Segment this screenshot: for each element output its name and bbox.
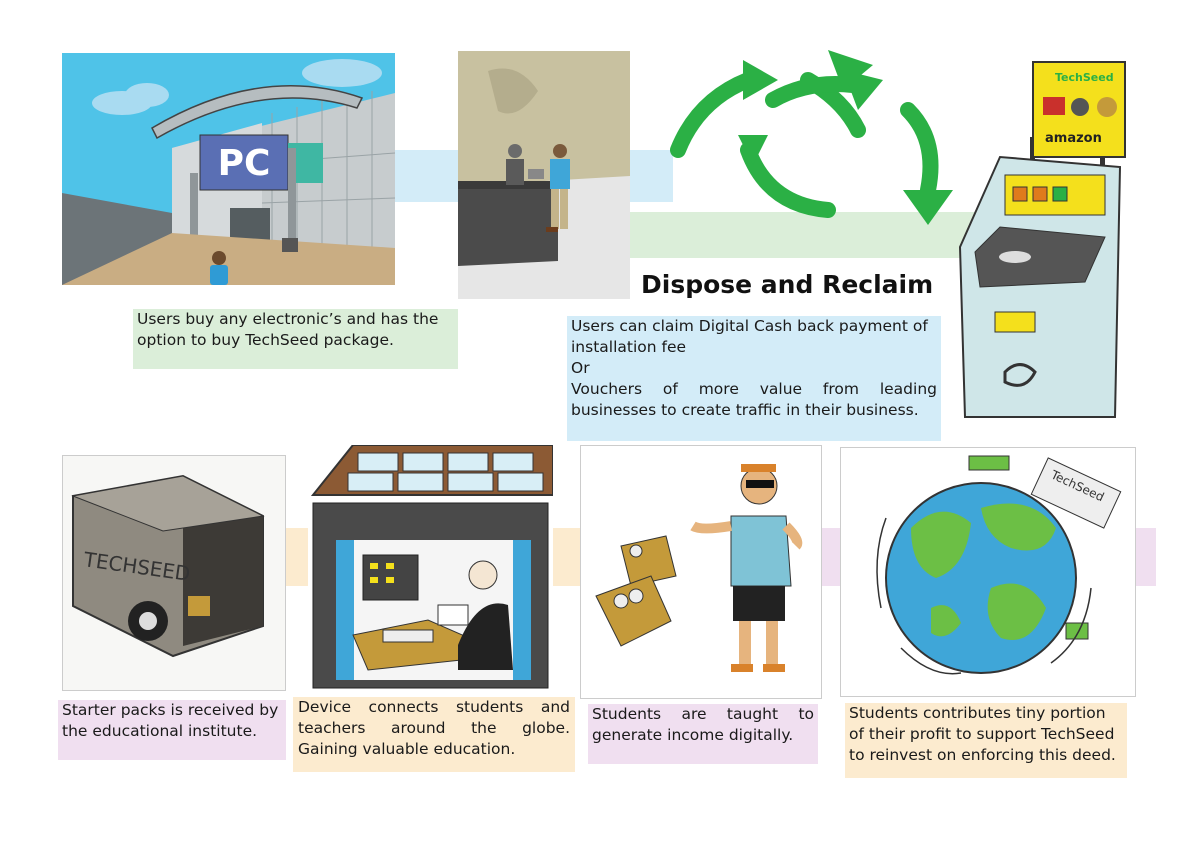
green-band-top xyxy=(628,212,1020,258)
kiosk-illustration: TechSeed amazon xyxy=(945,57,1128,425)
classroom-illustration xyxy=(308,445,553,689)
caption-students-text: Students are taught to generate income d… xyxy=(592,705,814,744)
student-illustration xyxy=(580,445,822,699)
store-sign-text: PC xyxy=(218,143,271,184)
kiosk-brand-text: TechSeed xyxy=(1055,71,1114,84)
caption-claim-line1: Users can claim Digital Cash back paymen… xyxy=(571,317,928,356)
caption-students: Students are taught to generate income d… xyxy=(588,704,818,764)
caption-claim: Users can claim Digital Cash back paymen… xyxy=(567,316,941,441)
globe-illustration: TechSeed xyxy=(840,447,1136,697)
money-icon xyxy=(968,455,1089,640)
caption-buy-text: Users buy any electronic’s and has the o… xyxy=(137,310,439,349)
recycle-arrows-icon xyxy=(668,40,963,250)
caption-buy: Users buy any electronic’s and has the o… xyxy=(133,309,458,369)
caption-contribute-text: Students contributes tiny portion of the… xyxy=(849,704,1116,764)
caption-claim-or: Or xyxy=(571,359,590,377)
store-illustration: PC xyxy=(62,53,395,285)
recycle-icon xyxy=(1003,363,1037,387)
page-title: Dispose and Reclaim xyxy=(641,270,934,299)
caption-claim-line2: Vouchers of more value from leading busi… xyxy=(571,380,937,419)
caption-device: Device connects students and teachers ar… xyxy=(293,697,575,772)
kiosk-amazon-text: amazon xyxy=(1045,131,1102,146)
van-illustration: TECHSEED xyxy=(62,455,286,691)
caption-device-text: Device connects students and teachers ar… xyxy=(298,698,570,758)
caption-contribute: Students contributes tiny portion of the… xyxy=(845,703,1127,778)
counter-illustration xyxy=(458,51,630,299)
caption-starter: Starter packs is received by the educati… xyxy=(58,700,286,760)
caption-starter-text: Starter packs is received by the educati… xyxy=(62,701,279,740)
